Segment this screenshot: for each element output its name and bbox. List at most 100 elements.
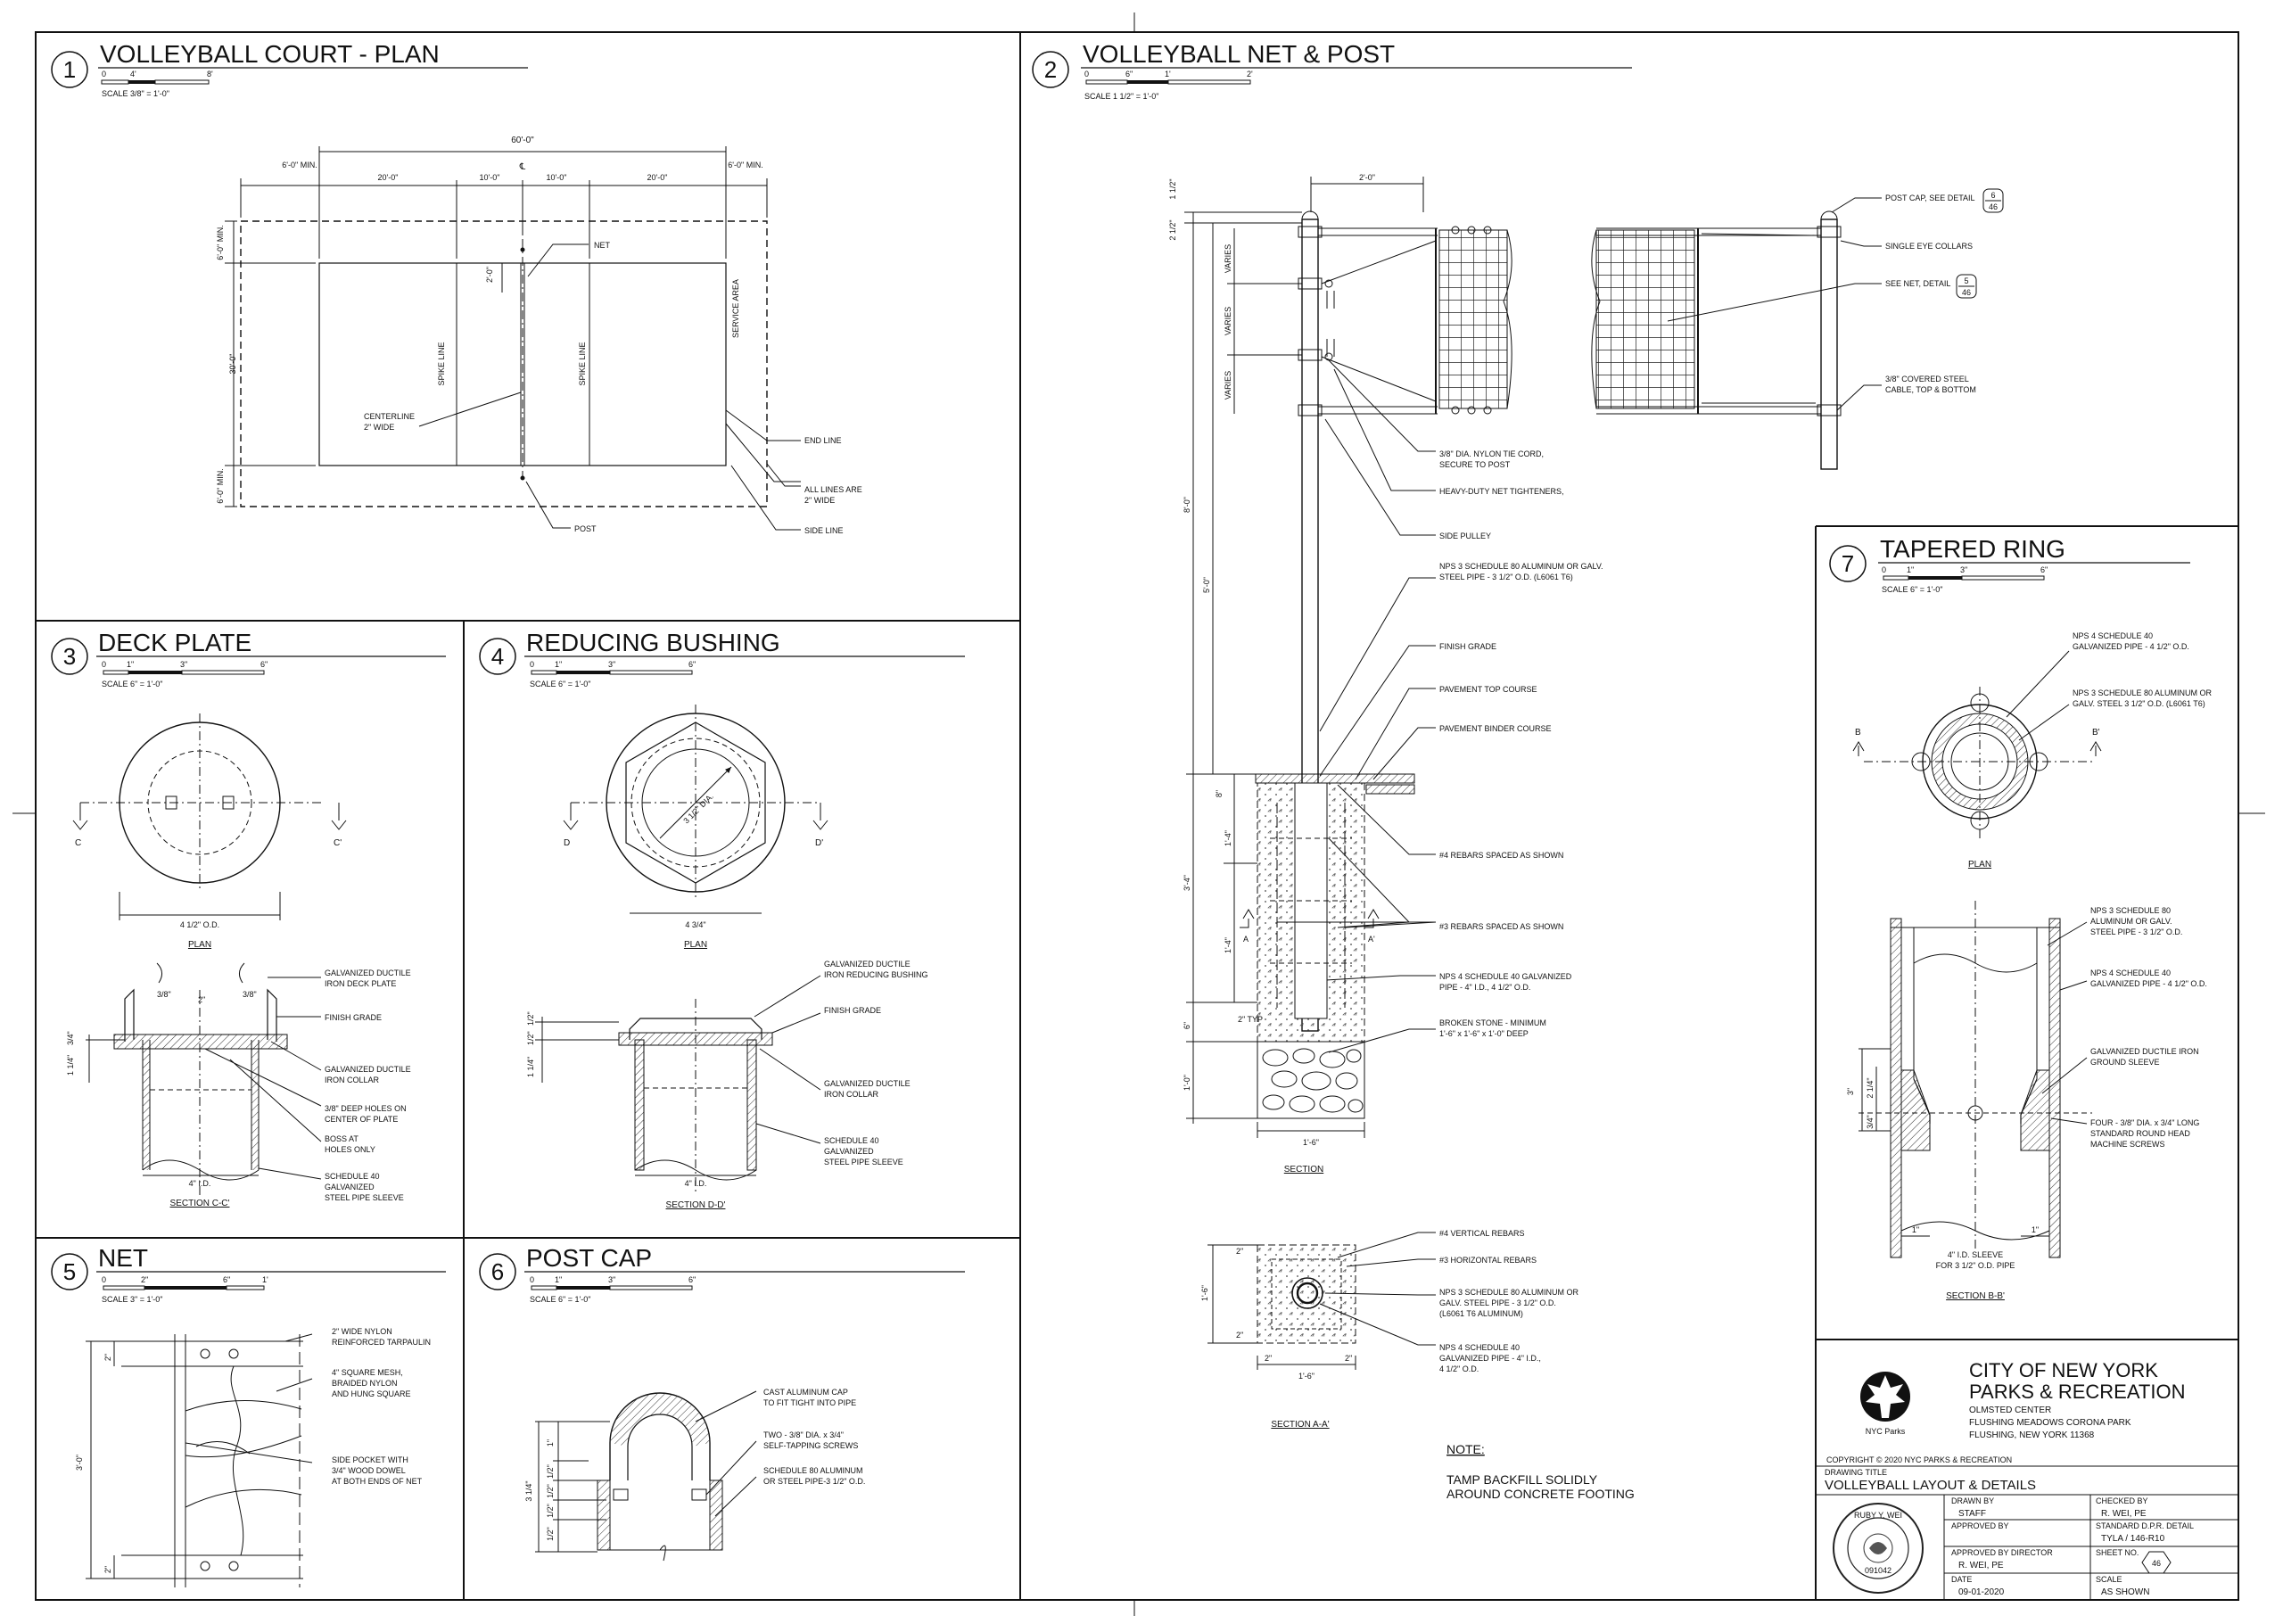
section-marker: A <box>1243 935 1249 944</box>
svg-text:2": 2" <box>1236 1247 1243 1256</box>
svg-text:AT BOTH ENDS OF NET: AT BOTH ENDS OF NET <box>332 1477 423 1486</box>
svg-text:CAST ALUMINUM CAP: CAST ALUMINUM CAP <box>763 1388 848 1397</box>
scale-text: SCALE 1 1/2" = 1'-0" <box>1084 92 1158 101</box>
svg-text:46: 46 <box>1989 202 1998 211</box>
svg-text:FLUSHING MEADOWS CORONA PARK: FLUSHING MEADOWS CORONA PARK <box>1969 1418 2131 1428</box>
svg-text:2": 2" <box>1265 1354 1272 1363</box>
svg-text:STEEL PIPE SLEEVE: STEEL PIPE SLEEVE <box>325 1193 404 1202</box>
bushing-labels: D D' 3 1/2" DIA. 4 3/4" PLAN 4" I.D. SEC… <box>526 792 928 1210</box>
view-label: PLAN <box>1968 860 1991 870</box>
svg-text:SHEET NO.: SHEET NO. <box>2096 1548 2139 1557</box>
scale-tick: 0 <box>530 1275 534 1284</box>
panel-title: TAPERED RING <box>1880 535 2065 563</box>
svg-text:GALVANIZED PIPE - 4 1/2" O.D.: GALVANIZED PIPE - 4 1/2" O.D. <box>2090 979 2207 988</box>
svg-text:4 3/4": 4 3/4" <box>685 920 705 929</box>
svg-text:FLUSHING, NEW YORK 11368: FLUSHING, NEW YORK 11368 <box>1969 1430 2095 1440</box>
svg-text:VARIES: VARIES <box>1224 244 1232 273</box>
drawing-title: VOLLEYBALL LAYOUT & DETAILS <box>1825 1478 2036 1493</box>
svg-text:PAVEMENT TOP COURSE: PAVEMENT TOP COURSE <box>1439 685 1537 694</box>
net-detail-drawing <box>86 1333 313 1587</box>
court-plan <box>225 146 801 531</box>
svg-text:1'-6" x 1'-6" x 1'-0" DEEP: 1'-6" x 1'-6" x 1'-0" DEEP <box>1439 1029 1529 1038</box>
scale-tick: 0 <box>1084 70 1089 78</box>
svg-text:SIDE POCKET WITH: SIDE POCKET WITH <box>332 1455 408 1464</box>
svg-text:IRON REDUCING BUSHING: IRON REDUCING BUSHING <box>824 970 928 979</box>
director: R. WEI, PE <box>1958 1561 2004 1570</box>
svg-text:2 1/4": 2 1/4" <box>1866 1077 1875 1098</box>
scale-tick: 1" <box>555 1275 562 1284</box>
scale-tick: 6" <box>688 660 696 669</box>
svg-text:3/8" COVERED STEEL: 3/8" COVERED STEEL <box>1885 375 1969 383</box>
svg-text:GALVANIZED DUCTILE: GALVANIZED DUCTILE <box>824 960 911 969</box>
section-marker: B' <box>2092 728 2100 738</box>
svg-text:3/8": 3/8" <box>243 990 257 999</box>
svg-text:1 1/2": 1 1/2" <box>1168 178 1177 199</box>
detail-ref-bubble: 5 46 <box>1956 274 1977 299</box>
svg-text:CHECKED BY: CHECKED BY <box>2096 1496 2148 1505</box>
panel-7-header: 7 TAPERED RING 0 1" 3" 6" SCALE 6" = 1'-… <box>1829 535 2190 594</box>
svg-text:NPS 3 SCHEDULE 80: NPS 3 SCHEDULE 80 <box>2090 906 2171 915</box>
svg-text:DATE: DATE <box>1951 1575 1972 1584</box>
svg-text:46: 46 <box>1962 288 1971 297</box>
svg-text:SCHEDULE 80 ALUMINUM: SCHEDULE 80 ALUMINUM <box>763 1466 863 1475</box>
svg-text:FINISH GRADE: FINISH GRADE <box>1439 642 1496 651</box>
panel-number: 3 <box>63 643 76 670</box>
svg-text:DRAWING TITLE: DRAWING TITLE <box>1825 1468 1887 1477</box>
scale-tick: 0 <box>530 660 534 669</box>
svg-text:SELF-TAPPING SCREWS: SELF-TAPPING SCREWS <box>763 1441 858 1450</box>
svg-text:4" I.D.: 4" I.D. <box>685 1179 707 1188</box>
svg-text:4" SQUARE MESH,: 4" SQUARE MESH, <box>332 1368 403 1377</box>
svg-text:2": 2" <box>1236 1331 1243 1340</box>
scale-text: SCALE 6" = 1'-0" <box>102 680 162 688</box>
svg-text:#4 REBARS SPACED AS SHOWN: #4 REBARS SPACED AS SHOWN <box>1439 851 1563 860</box>
svg-text:VARIES: VARIES <box>1224 371 1232 400</box>
svg-text:3/4": 3/4" <box>66 1031 75 1045</box>
scale: AS SHOWN <box>2101 1587 2149 1597</box>
deck-plate-drawing <box>72 713 347 1195</box>
scale-tick: 6" <box>1125 70 1133 78</box>
sheet-number: 46 <box>2152 1559 2161 1568</box>
section-marker: C <box>75 838 81 848</box>
scale-tick: 6" <box>260 660 268 669</box>
svg-text:091042: 091042 <box>1865 1566 1892 1575</box>
svg-text:TWO - 3/8" DIA. x 3/4": TWO - 3/8" DIA. x 3/4" <box>763 1430 844 1439</box>
svg-text:GALVANIZED DUCTILE: GALVANIZED DUCTILE <box>325 1065 411 1074</box>
panel-title: VOLLEYBALL NET & POST <box>1083 40 1395 68</box>
post-cap-labels: 3 1/4" 1" 1/2" 1/2" 1/2" 1/2" CAST ALUMI… <box>524 1388 865 1541</box>
dim-min: 6'-0" MIN. <box>728 161 762 169</box>
svg-text:1/2": 1/2" <box>526 1031 535 1045</box>
checked-by: R. WEI, PE <box>2101 1509 2147 1519</box>
svg-text:SCHEDULE 40: SCHEDULE 40 <box>824 1136 879 1145</box>
sheet-frame <box>12 12 2265 1616</box>
section-marker: D <box>564 838 570 848</box>
svg-text:GROUND SLEEVE: GROUND SLEEVE <box>2090 1058 2160 1067</box>
scale-tick: 0 <box>102 660 106 669</box>
label-side-line: SIDE LINE <box>804 526 844 535</box>
svg-text:6: 6 <box>1990 191 1995 200</box>
svg-text:4 1/2" O.D.: 4 1/2" O.D. <box>180 920 219 929</box>
svg-text:HEAVY-DUTY NET TIGHTENERS,: HEAVY-DUTY NET TIGHTENERS, <box>1439 487 1564 496</box>
svg-text:STANDARD D.P.R. DETAIL: STANDARD D.P.R. DETAIL <box>2096 1521 2194 1530</box>
svg-text:GALVANIZED DUCTILE IRON: GALVANIZED DUCTILE IRON <box>2090 1047 2199 1056</box>
svg-text:1'-4": 1'-4" <box>1224 830 1232 846</box>
scale-text: SCALE 3/8" = 1'-0" <box>102 89 169 98</box>
dim-total: 60'-0" <box>511 136 534 145</box>
svg-text:5'-0": 5'-0" <box>1202 577 1211 593</box>
panel-number: 7 <box>1842 550 1854 577</box>
scale-tick: 8' <box>207 70 213 78</box>
svg-text:AND HUNG SQUARE: AND HUNG SQUARE <box>332 1389 411 1398</box>
panel-title: NET <box>98 1244 148 1272</box>
svg-text:(L6061 T6 ALUMINUM): (L6061 T6 ALUMINUM) <box>1439 1309 1523 1318</box>
note-title: NOTE: <box>1446 1442 1485 1456</box>
scale-tick: 2" <box>141 1275 148 1284</box>
panel-1-header: 1 VOLLEYBALL COURT - PLAN 0 4' 8' SCALE … <box>51 40 528 98</box>
panel-title: DECK PLATE <box>98 629 251 656</box>
svg-text:VARIES: VARIES <box>1224 307 1232 335</box>
svg-text:3/4" WOOD DOWEL: 3/4" WOOD DOWEL <box>332 1466 406 1475</box>
svg-text:#3 HORIZONTAL REBARS: #3 HORIZONTAL REBARS <box>1439 1256 1537 1265</box>
svg-text:FOUR - 3/8" DIA. x 3/4" LONG: FOUR - 3/8" DIA. x 3/4" LONG <box>2090 1118 2199 1127</box>
dim: 20'-0" <box>378 173 399 182</box>
svg-text:2'-0": 2'-0" <box>1359 173 1375 182</box>
svg-text:FOR 3 1/2" O.D. PIPE: FOR 3 1/2" O.D. PIPE <box>1936 1261 2015 1270</box>
label-post: POST <box>574 524 597 533</box>
